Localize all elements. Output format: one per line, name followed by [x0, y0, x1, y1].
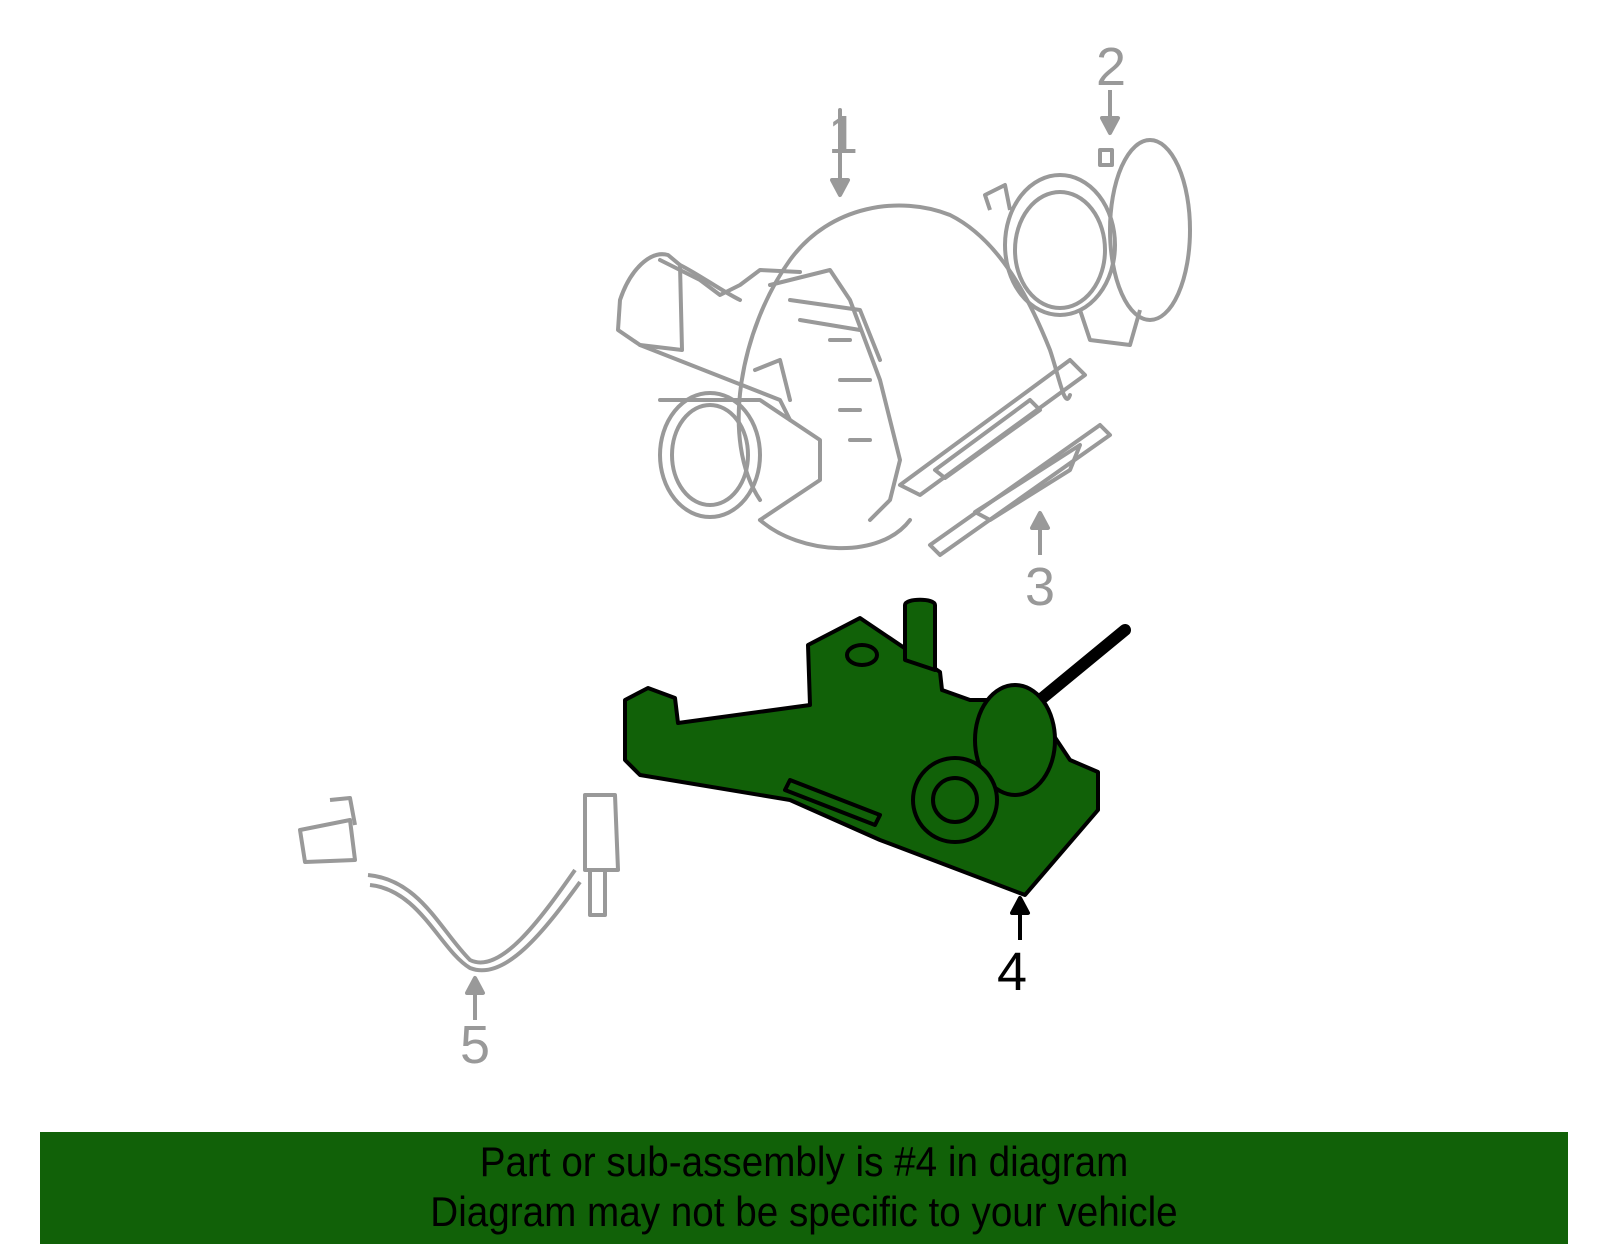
sensor-harness-drawing	[298, 793, 620, 1020]
callout-5[interactable]: 5	[460, 1015, 491, 1075]
banner-line-disclaimer: Diagram may not be specific to your vehi…	[430, 1188, 1178, 1235]
callout-2[interactable]: 2	[1096, 37, 1127, 97]
callout-1[interactable]: 1	[828, 105, 859, 165]
gasket-drawing	[928, 423, 1112, 557]
callout-4[interactable]: 4	[997, 942, 1028, 1002]
turbocharger-drawing	[616, 108, 1087, 551]
info-banner: Part or sub-assembly is #4 in diagram Di…	[40, 1132, 1568, 1244]
banner-line-part-number: Part or sub-assembly is #4 in diagram	[479, 1138, 1129, 1185]
callout-3[interactable]: 3	[1025, 557, 1056, 617]
bracket-assembly-drawing	[623, 597, 1131, 940]
elbow-drawing	[983, 90, 1192, 347]
parts-diagram: 1 2 3 4 5	[298, 37, 1192, 1075]
